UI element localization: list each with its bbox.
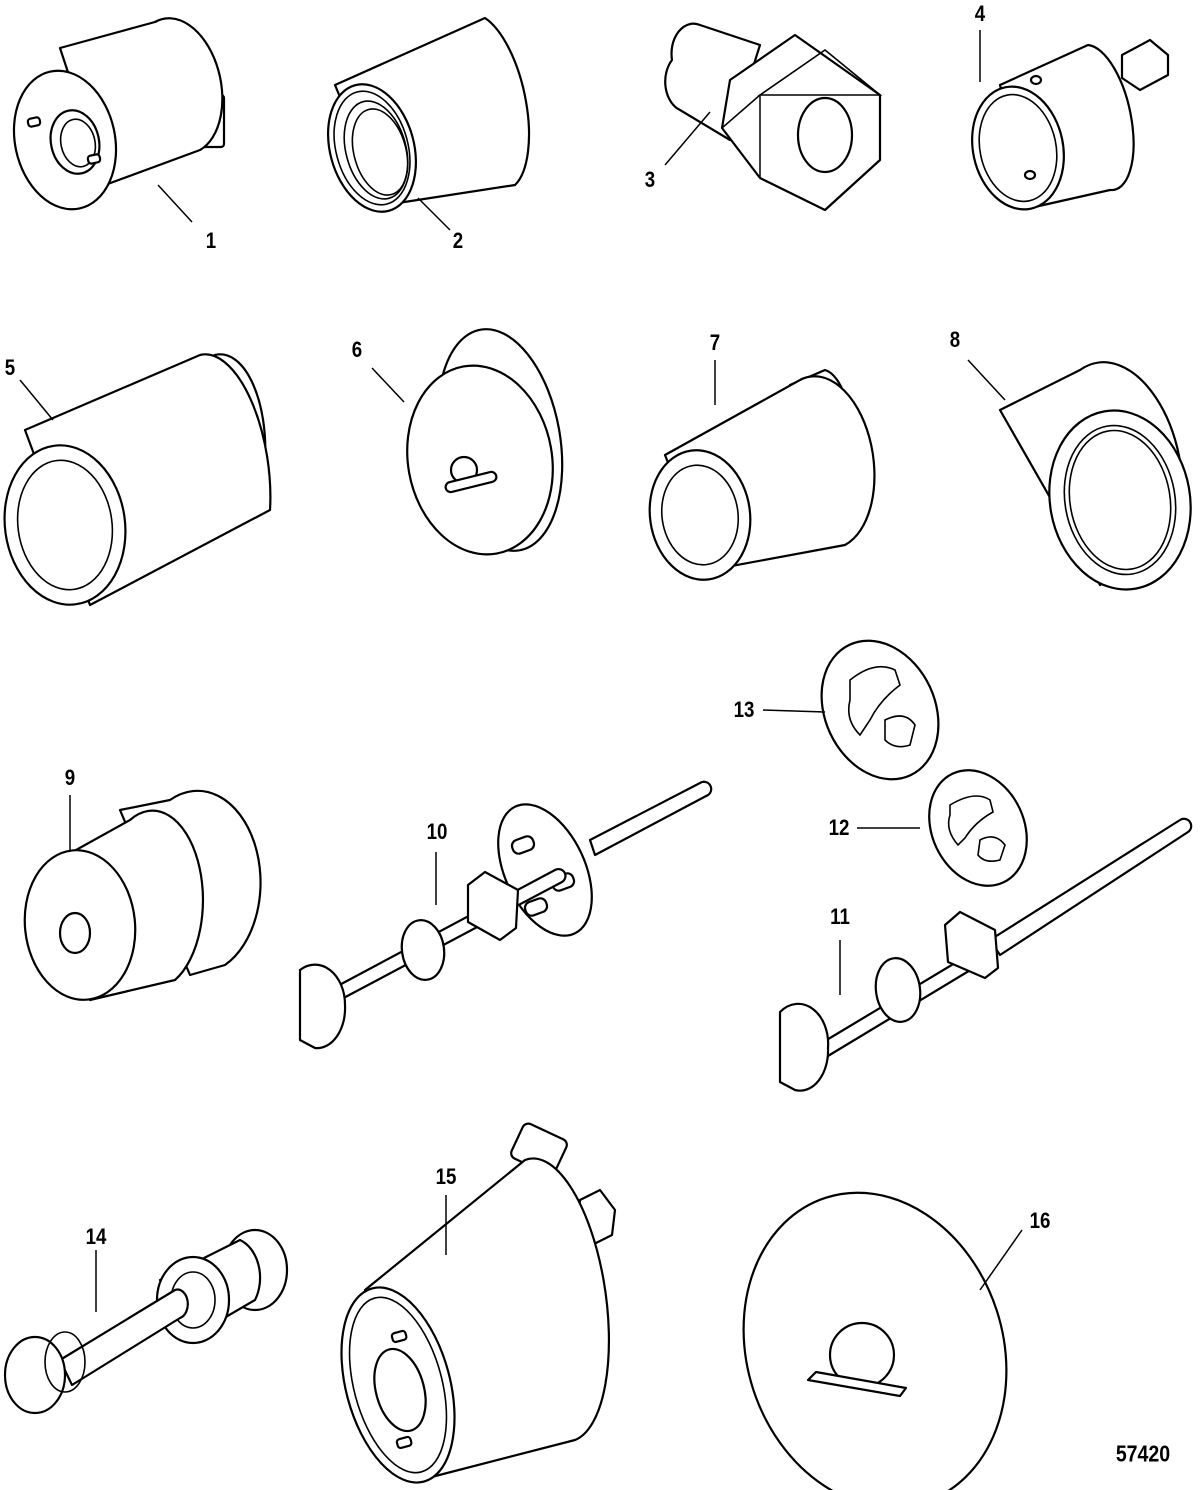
part-13-plate	[762, 639, 940, 781]
callout-16: 16	[1029, 1208, 1051, 1233]
part-14-handle-driver	[3, 1228, 289, 1415]
callout-7: 7	[709, 330, 721, 355]
part-5-large-driver	[3, 353, 272, 607]
callout-15: 15	[435, 1164, 457, 1189]
part-11-puller-assembly	[778, 817, 1193, 1092]
callout-5: 5	[4, 355, 16, 380]
callout-4: 4	[974, 1, 986, 26]
part-7-stepped-driver	[648, 360, 876, 581]
part-12-plate	[857, 769, 1028, 887]
part-2-sleeve	[326, 16, 531, 231]
part-16-plate-disc	[742, 1191, 1023, 1490]
part-9-stepped-driver	[23, 789, 262, 1002]
part-1-bearing-installer	[12, 17, 226, 223]
callout-12: 12	[828, 815, 850, 840]
callout-9: 9	[64, 765, 76, 790]
part-10-puller-assembly	[298, 780, 713, 1050]
callout-13: 13	[733, 697, 755, 722]
part-3-hex-driver	[664, 22, 883, 212]
callout-3: 3	[644, 167, 656, 192]
callout-2: 2	[452, 228, 464, 253]
part-8-ring	[967, 359, 1192, 591]
callout-10: 10	[426, 819, 448, 844]
drawing-number: 57420	[1115, 1440, 1171, 1467]
callout-8: 8	[949, 327, 961, 352]
part-6-disc-driver	[371, 328, 564, 556]
part-15-installer-tool	[340, 1122, 617, 1484]
callout-1: 1	[205, 228, 217, 253]
callout-6: 6	[351, 337, 363, 362]
callout-14: 14	[85, 1224, 107, 1249]
part-4-ring-driver	[971, 30, 1170, 211]
callout-11: 11	[830, 904, 850, 929]
